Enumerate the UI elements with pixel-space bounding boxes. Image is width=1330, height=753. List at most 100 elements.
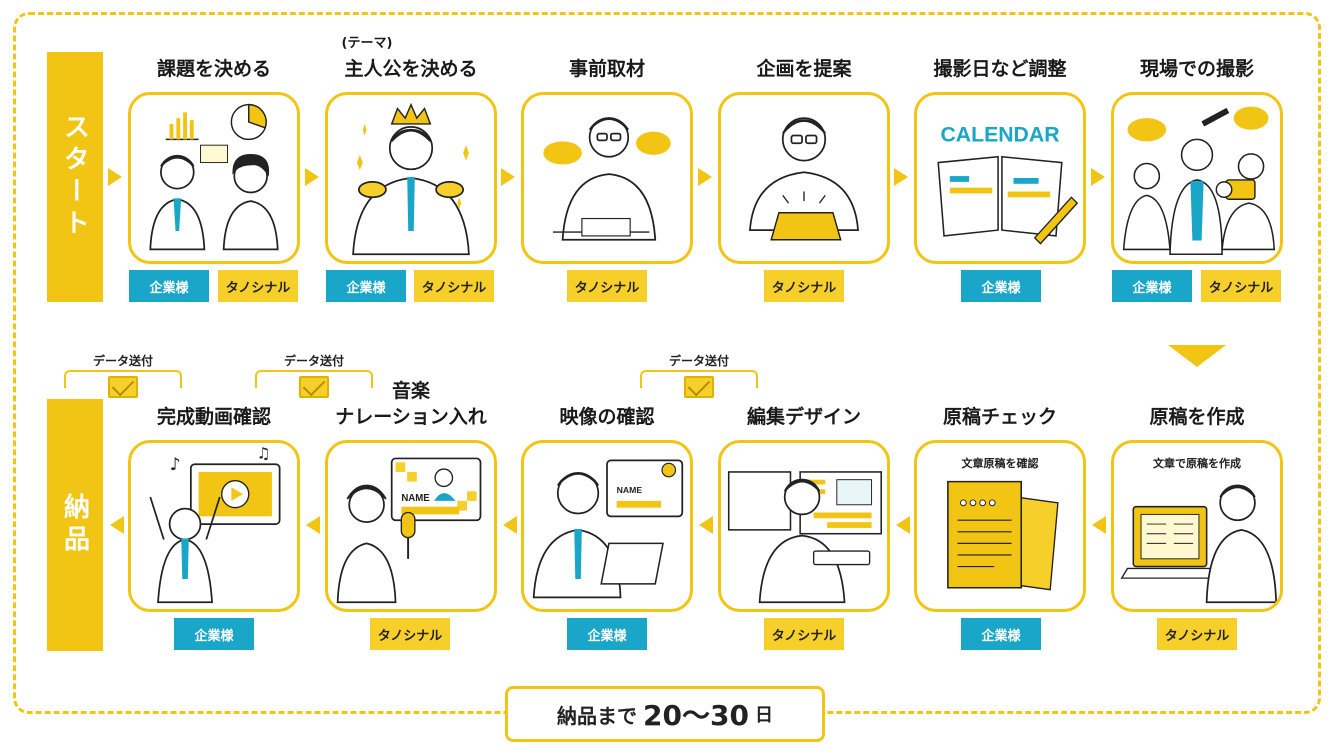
speech-bubble-icon [1233, 106, 1269, 130]
step-9-illustration [718, 440, 890, 612]
step-12-title: 完成動画確認 [156, 406, 271, 428]
step-8-subtitle: 音楽 [391, 380, 430, 402]
tag-client: 企業様 [961, 618, 1041, 650]
step-8-title: 原稿チェック [942, 406, 1057, 428]
proposal-illustration [749, 117, 859, 241]
step-10-illustration: NAME [521, 440, 693, 612]
flow-arrow-left [699, 516, 713, 534]
flow-arrow-left [306, 516, 320, 534]
document-icon [947, 480, 1059, 591]
monitor-icon [189, 463, 281, 525]
svg-text:♪: ♪ [170, 455, 181, 475]
step-2-subtitle: (テーマ) [341, 36, 393, 51]
bar-chart-icon [165, 112, 199, 141]
person-icon [1205, 484, 1278, 604]
flow-arrow-right [698, 168, 712, 186]
card-caption: 文章原稿を確認 [961, 457, 1039, 470]
svg-text:♫: ♫ [256, 444, 270, 462]
writing-illustration [1120, 484, 1278, 604]
laptop-icon [1120, 505, 1222, 579]
person-icon [222, 153, 279, 251]
step-7-title: 原稿を作成 [1149, 406, 1245, 428]
step-9-title: 編集デザイン [746, 406, 861, 428]
play-icon [231, 487, 243, 501]
delivery-unit: 日 [754, 705, 773, 726]
flow-arrow-left [896, 516, 910, 534]
svg-text:NAME: NAME [401, 493, 430, 504]
svg-text:NAME: NAME [617, 485, 643, 495]
person-icon [149, 154, 206, 251]
step-10-title: 映像の確認 [559, 406, 655, 428]
step-3-title: 事前取材 [568, 58, 645, 80]
step-7-illustration: 文章で原稿を作成 [1111, 440, 1283, 612]
speech-bubble-icon [635, 131, 671, 155]
tag-tanoshinaru: タノシナル [414, 270, 494, 302]
tag-tanoshinaru: タノシナル [370, 618, 450, 650]
data-send-label: データ送付 [92, 354, 153, 368]
flow-arrow-down [1168, 345, 1226, 367]
tag-client: 企業様 [129, 270, 209, 302]
side-label-delivery: 納品 [47, 399, 103, 651]
flow-arrow-right [305, 168, 319, 186]
shooting-illustration [1122, 106, 1276, 256]
flow-arrow-right [894, 168, 908, 186]
tag-tanoshinaru: タノシナル [218, 270, 298, 302]
tag-client: 企業様 [174, 618, 254, 650]
step-11-illustration: NAME [325, 440, 497, 612]
step-1-illustration [128, 92, 300, 264]
step-4-title: 企画を提案 [756, 58, 852, 80]
delivery-duration-box: 納品まで 20～30 日 [505, 686, 825, 742]
flow-arrow-left [1092, 516, 1106, 534]
crown-icon [390, 102, 432, 125]
narration-illustration: NAME [336, 457, 482, 604]
speech-bubble-icon [1127, 118, 1167, 142]
hero-illustration [352, 102, 470, 256]
editing-illustration [727, 471, 882, 604]
step-5-illustration: CALENDAR [914, 92, 1086, 264]
person-icon [352, 125, 470, 256]
data-send-marker: データ送付 [64, 352, 182, 402]
flow-arrow-right [1091, 168, 1105, 186]
step-1-title: 課題を決める [156, 58, 271, 80]
step-5-title: 撮影日など調整 [933, 58, 1067, 80]
tag-tanoshinaru: タノシナル [567, 270, 647, 302]
tag-client: 企業様 [961, 270, 1041, 302]
tag-client: 企業様 [326, 270, 406, 302]
tag-tanoshinaru: タノシナル [1157, 618, 1237, 650]
flow-arrow-left [110, 516, 124, 534]
card-caption: 文章で原稿を作成 [1153, 457, 1241, 470]
pie-chart-icon [230, 103, 267, 141]
video-check-illustration: NAME [532, 459, 684, 599]
envelope-icon [684, 376, 714, 398]
tag-client: 企業様 [1112, 270, 1192, 302]
step-2-illustration [325, 92, 497, 264]
camera-icon [1215, 179, 1256, 200]
step-4-illustration [718, 92, 890, 264]
speech-bubble-icon [543, 141, 582, 165]
tag-client: 企業様 [567, 618, 647, 650]
meeting-illustration [149, 103, 279, 251]
laptop-icon [600, 542, 664, 585]
final-check-illustration: ♪ ♫ [149, 444, 281, 604]
envelope-icon [299, 376, 329, 398]
tag-tanoshinaru: タノシナル [764, 270, 844, 302]
delivery-prefix: 納品まで [557, 703, 638, 728]
delivery-range: 20～30 [643, 699, 749, 732]
tag-tanoshinaru: タノシナル [1201, 270, 1281, 302]
person-icon [336, 484, 397, 604]
flow-arrow-left [503, 516, 517, 534]
step-3-illustration [521, 92, 693, 264]
person-icon [532, 472, 622, 599]
step-11-title: ナレーション入れ [335, 406, 487, 428]
data-send-label: データ送付 [668, 354, 729, 368]
data-send-marker: データ送付 [255, 352, 373, 402]
flow-arrow-right [501, 168, 515, 186]
envelope-icon [108, 376, 138, 398]
data-send-marker: データ送付 [640, 352, 758, 402]
person-icon [149, 496, 221, 604]
step-6-illustration [1111, 92, 1283, 264]
tag-tanoshinaru: タノシナル [764, 618, 844, 650]
interview-illustration [543, 117, 671, 241]
step-12-illustration: ♪ ♫ [128, 440, 300, 612]
calendar-icon: CALENDAR [937, 123, 1079, 245]
